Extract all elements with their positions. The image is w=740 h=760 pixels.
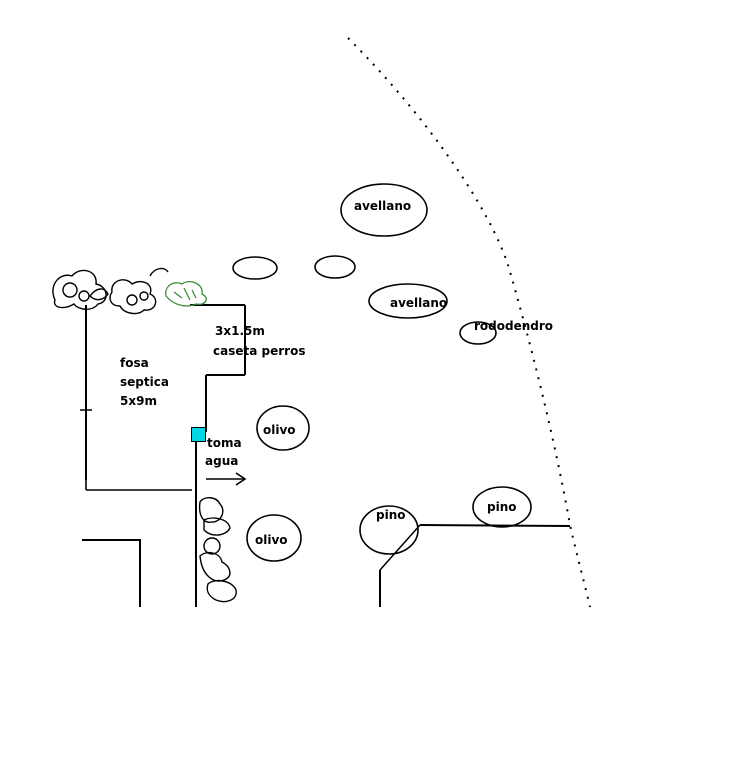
fosa-label-line3: 5x9m xyxy=(120,394,157,408)
pino-diagonal-line xyxy=(379,524,421,571)
olivo-top-tree xyxy=(256,405,310,451)
pino-left-label: pino xyxy=(376,508,406,522)
unlabeled-tree-left xyxy=(232,256,278,280)
toma-label-line2: agua xyxy=(205,454,239,468)
fosa-label-line1: fosa xyxy=(120,356,149,370)
pino-connecting-line xyxy=(419,524,571,527)
water-tap-marker xyxy=(191,427,206,442)
pino-right-tree xyxy=(472,486,532,528)
pino-right-label: pino xyxy=(487,500,517,514)
lower-left-structure xyxy=(82,539,141,607)
rododendro-shrub xyxy=(459,321,497,345)
hedge-top xyxy=(52,267,169,315)
caseta-size-label: 3x1.5m xyxy=(215,324,265,338)
avellano-top-tree xyxy=(340,183,428,237)
pino-left-tree xyxy=(359,505,419,555)
fosa-label-line2: septica xyxy=(120,375,169,389)
water-pipe-arrowhead xyxy=(235,472,247,486)
avellano-top-label: avellano xyxy=(354,199,412,213)
caseta-name-label: caseta perros xyxy=(213,344,306,358)
toma-label-line1: toma xyxy=(207,436,242,450)
avellano-mid-tree xyxy=(368,283,448,319)
green-shrub xyxy=(165,280,207,307)
unlabeled-tree-right xyxy=(314,255,356,279)
hedge-vertical xyxy=(198,497,237,603)
rododendro-label: rododendro xyxy=(474,319,554,333)
olivo-bottom-tree xyxy=(246,514,302,562)
avellano-mid-label: avellano xyxy=(390,296,448,310)
olivo-bottom-label: olivo xyxy=(255,533,288,547)
olivo-top-label: olivo xyxy=(263,423,296,437)
